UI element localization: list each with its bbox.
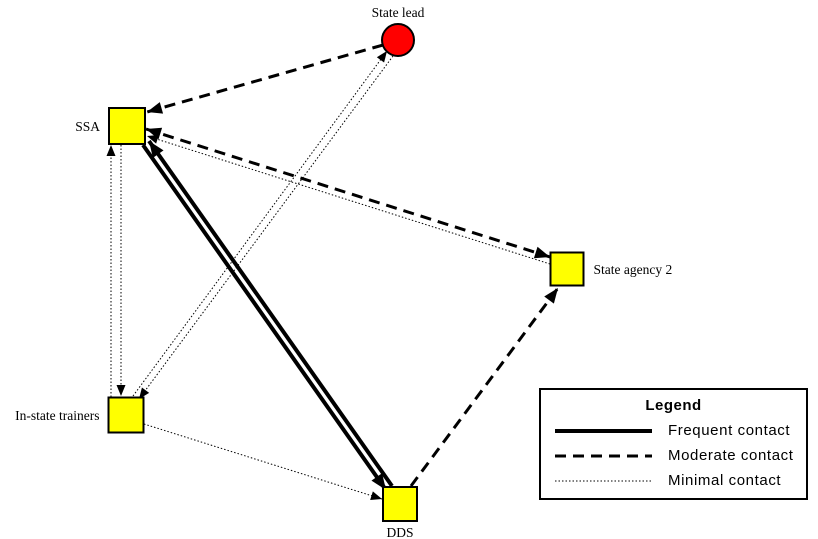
arrowhead-into-state-lead (376, 51, 387, 63)
arrowhead-into-ssa (149, 141, 164, 158)
legend-item-frequent: Frequent contact (541, 418, 806, 443)
legend-line-sample-minimal (555, 480, 652, 481)
node-state-agency-2 (549, 251, 585, 287)
edge-dds-to-state-agency-2-moderate (409, 287, 560, 487)
legend-title: Legend (645, 397, 702, 414)
legend-item-moderate: Moderate contact (541, 443, 806, 468)
legend-item-minimal: Minimal contact (541, 468, 806, 493)
arrowhead-into-state-agency-2 (544, 288, 558, 304)
node-label-state-lead: State lead (372, 5, 425, 20)
arrowhead-into-dds (371, 473, 386, 490)
node-label-state-agency-2: State agency 2 (594, 262, 673, 277)
arrowhead-into-ssa (147, 135, 159, 144)
arrowhead-into-in-state-trainers (139, 387, 150, 399)
node-dds (382, 486, 418, 522)
arrowhead-into-in-state-trainers (116, 385, 126, 396)
edge-state-lead-to-ssa-moderate (146, 43, 384, 114)
arrowhead-into-dds (370, 491, 382, 500)
edge-in-state-trainers-to-dds-minimal (143, 423, 383, 500)
arrowhead-into-ssa (147, 102, 164, 114)
node-ssa (108, 107, 146, 145)
legend-label-moderate: Moderate contact (668, 447, 794, 464)
edge-ssa-to-dds-frequent (141, 143, 388, 492)
legend-label-minimal: Minimal contact (668, 472, 782, 489)
legend-label-frequent: Frequent contact (668, 422, 791, 439)
node-in-state-trainers (107, 396, 145, 434)
node-label-dds: DDS (386, 525, 413, 539)
legend-line-sample-moderate (555, 454, 652, 457)
arrowhead-into-state-agency-2 (533, 246, 550, 259)
edge-dds-to-ssa-frequent (147, 139, 394, 488)
edge-state-lead-to-in-state-trainers-minimal (138, 55, 394, 400)
node-label-in-state-trainers: In-state trainers (15, 408, 99, 423)
node-state-lead (381, 23, 415, 57)
node-label-ssa: SSA (75, 119, 100, 134)
arrowhead-into-ssa (106, 145, 116, 156)
edge-state-agency-2-to-ssa-minimal (146, 135, 551, 265)
edge-in-state-trainers-to-state-lead-minimal (132, 50, 388, 397)
legend-line-sample-frequent (555, 428, 652, 433)
